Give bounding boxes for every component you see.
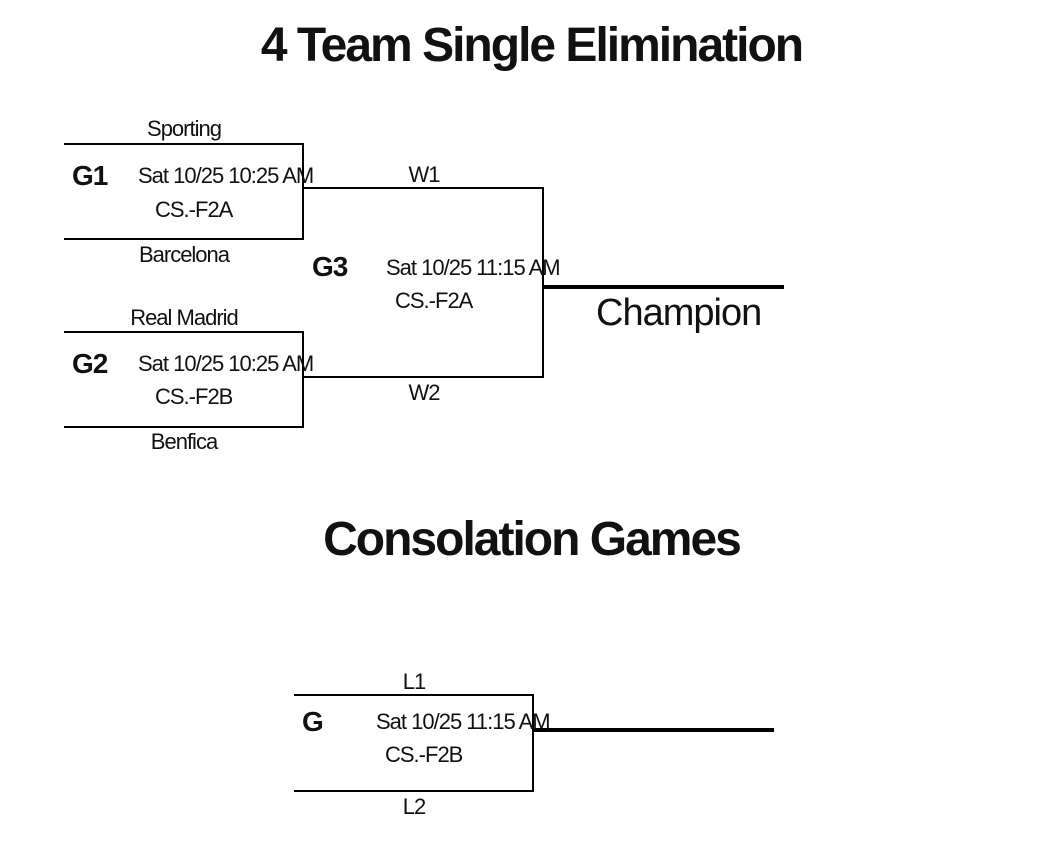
g1-right-line [302, 143, 304, 240]
g3-top-team: W1 [408, 162, 441, 187]
champion-line [544, 285, 784, 289]
cg-bottom-line [294, 790, 534, 792]
champion-label: Champion [596, 292, 762, 334]
g3-top-line [304, 187, 544, 189]
g2-location: CS.-F2B [155, 384, 233, 409]
g1-top-line [64, 143, 304, 145]
cg-game-id: G [302, 706, 324, 737]
g3-right-line [542, 187, 544, 378]
g1-location: CS.-F2A [155, 197, 233, 222]
g1-top-team: Sporting [147, 116, 222, 141]
consolation-title: Consolation Games [323, 513, 742, 566]
g3-bottom-team: W2 [408, 380, 441, 405]
cg-bottom-team: L2 [402, 794, 426, 819]
g2-top-line [64, 331, 304, 333]
g2-top-team: Real Madrid [130, 305, 239, 330]
g2-time: Sat 10/25 10:25 AM [138, 351, 314, 376]
g1-time: Sat 10/25 10:25 AM [138, 163, 314, 188]
cg-top-line [294, 694, 534, 696]
cg-top-team: L1 [402, 669, 426, 694]
g2-bottom-team: Benfica [150, 429, 218, 454]
cg-right-line [532, 694, 534, 792]
cg-time: Sat 10/25 11:15 AM [376, 709, 551, 734]
g1-bottom-line [64, 238, 304, 240]
cg-location: CS.-F2B [385, 742, 463, 767]
bracket-title: 4 Team Single Elimination [260, 19, 804, 72]
g2-bottom-line [64, 426, 304, 428]
g3-time: Sat 10/25 11:15 AM [386, 255, 561, 280]
g3-location: CS.-F2A [395, 288, 473, 313]
g1-bottom-team: Barcelona [138, 242, 230, 267]
g2-right-line [302, 331, 304, 428]
g2-game-id: G2 [72, 348, 108, 379]
g3-game-id: G3 [312, 251, 348, 282]
cg-winner-line [534, 728, 774, 732]
g1-game-id: G1 [72, 160, 108, 191]
g3-bottom-line [304, 376, 544, 378]
